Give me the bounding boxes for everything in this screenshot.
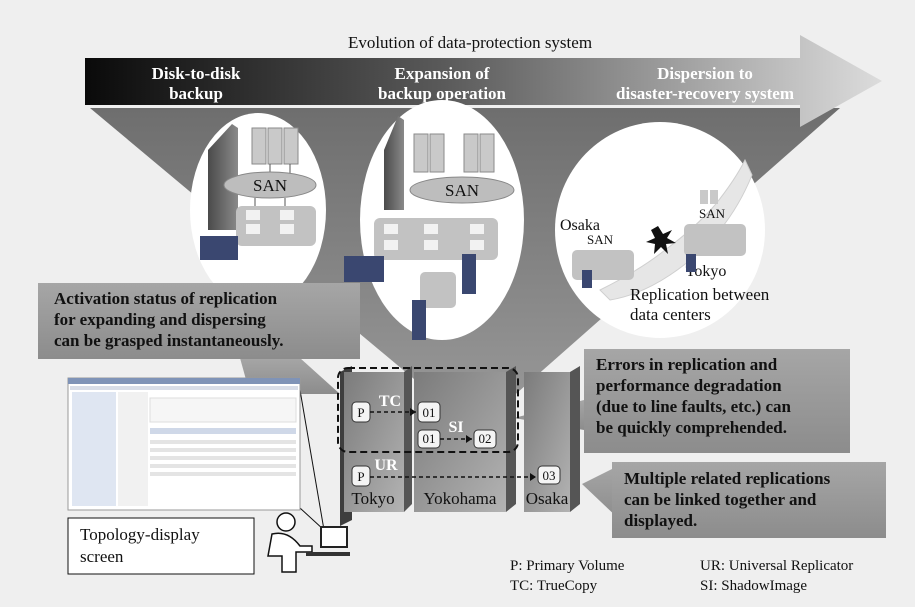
multiple-line3: displayed. (624, 511, 697, 530)
osaka-storage-array-icon (572, 250, 634, 280)
multiple-callout-pointer (582, 465, 620, 520)
evolution-arrow (85, 35, 882, 127)
storage-unit (246, 210, 260, 220)
volume-p-ur-label: P (357, 469, 364, 484)
topology-view: P 01 01 02 P 03 TC SI UR Tokyo Yokohama … (337, 366, 580, 526)
tape-library-icon (412, 300, 426, 340)
site-label-tokyo: Tokyo (351, 489, 394, 508)
storage-unit (424, 240, 438, 250)
legend-truecopy: TC: TrueCopy (510, 578, 598, 594)
volume-p-tc-label: P (357, 405, 364, 420)
tokyo-san-label: SAN (699, 206, 726, 221)
errors-line2: performance degradation (596, 376, 782, 395)
volume-p-ur (351, 465, 371, 487)
storage-unit (384, 224, 398, 234)
multiple-callout-box (612, 462, 886, 538)
office-building-icon (384, 116, 404, 210)
legend-universal-replicator: UR: Universal Replicator (700, 558, 853, 574)
activation-line1: Activation status of replication (54, 289, 278, 308)
server-rack-icon (700, 190, 708, 204)
screen-label-line1: Topology-display (80, 525, 200, 544)
server-rack-icon (479, 133, 495, 173)
storage-unit (280, 210, 294, 220)
tape-library-icon (686, 254, 696, 272)
tc-tag: TC (379, 393, 401, 410)
stage-2-label-line1: Expansion of (395, 64, 490, 83)
site-box-osaka (524, 372, 570, 512)
server-rack-icon (429, 133, 445, 173)
osaka-label: Osaka (560, 217, 600, 234)
storage-array-icon (374, 218, 498, 260)
errors-line3: (due to line faults, etc.) can (596, 397, 792, 416)
si-tag: SI (448, 419, 463, 436)
san-cloud-icon (409, 176, 515, 204)
office-building-icon (208, 124, 238, 230)
storage-unit (470, 240, 484, 250)
stage-3-label-line1: Dispersion to (657, 64, 753, 83)
server-rack-icon (251, 127, 267, 165)
storage-array-icon (420, 272, 456, 308)
stage-3-illustration: Osaka SAN SAN Tokyo Replication between … (555, 122, 770, 338)
san-cloud-icon (223, 171, 317, 199)
screen-link-line (299, 389, 325, 531)
volume-03-ur-label: 03 (543, 468, 556, 483)
screen-label-box (67, 517, 255, 575)
ur-tag: UR (374, 457, 398, 474)
tape-library-icon (462, 254, 476, 294)
topology-screen (67, 377, 301, 511)
legend-primary-volume: P: Primary Volume (510, 558, 625, 574)
storage-unit (384, 240, 398, 250)
multiple-line1: Multiple related replications (624, 469, 831, 488)
storage-unit (280, 224, 294, 234)
replication-label-line1: Replication between (630, 285, 770, 304)
tokyo-storage-array-icon (684, 224, 746, 256)
site-label-osaka: Osaka (526, 489, 569, 508)
multiple-line2: can be linked together and (624, 490, 817, 509)
errors-line1: Errors in replication and (596, 355, 778, 374)
stage-3-label-line2: disaster-recovery system (616, 84, 794, 103)
screen-label-line2: screen (80, 547, 124, 566)
server-rack-icon (267, 127, 283, 165)
volume-02-si-label: 02 (479, 431, 492, 446)
osaka-san-label: SAN (587, 232, 614, 247)
tape-library-icon (582, 270, 592, 288)
stage-1-label-line2: backup (169, 84, 223, 103)
volume-02-si (473, 429, 497, 449)
storage-unit (470, 224, 484, 234)
errors-line4: be quickly comprehended. (596, 418, 787, 437)
san-label: SAN (253, 176, 287, 195)
stage-2-label-line2: backup operation (378, 84, 507, 103)
volume-01-tc (417, 401, 441, 423)
san-label: SAN (445, 181, 479, 200)
errors-callout-box (584, 349, 850, 453)
activation-line2: for expanding and dispersing (54, 310, 266, 329)
operator-at-computer-icon (267, 512, 350, 573)
stage-1-illustration: SAN (190, 113, 326, 307)
fault-burst-icon (646, 226, 676, 254)
storage-unit (246, 224, 260, 234)
server-rack-icon (413, 133, 429, 173)
legend-shadowimage: SI: ShadowImage (700, 578, 807, 594)
volume-03-ur (537, 465, 561, 485)
stage-1-label-line1: Disk-to-disk (152, 64, 241, 83)
replication-group-outline (337, 367, 519, 453)
diagram-title: Evolution of data-protection system (348, 33, 592, 52)
activation-callout-box (38, 283, 360, 359)
storage-unit (424, 224, 438, 234)
activation-line3: can be grasped instantaneously. (54, 331, 284, 350)
server-rack-icon (710, 190, 718, 204)
stage-2-illustration: SAN (344, 100, 524, 340)
volume-01-tc-label: 01 (423, 405, 436, 420)
replication-label-line2: data centers (630, 305, 711, 324)
tape-library-icon (200, 236, 238, 260)
site-label-yokohama: Yokohama (424, 489, 497, 508)
tape-library-icon (344, 256, 384, 282)
server-rack-icon (283, 127, 299, 165)
volume-01-si-label: 01 (423, 431, 436, 446)
site-box-tokyo (344, 372, 404, 512)
server-rack-icon (463, 133, 479, 173)
